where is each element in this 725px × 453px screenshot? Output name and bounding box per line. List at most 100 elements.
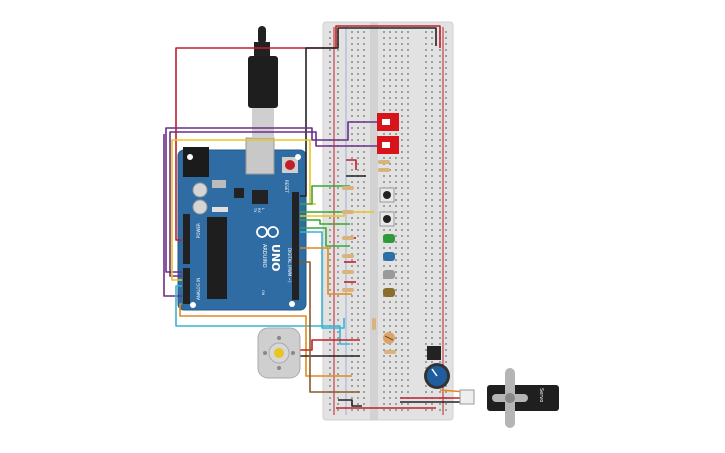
breadboard-hole: [363, 181, 365, 183]
breadboard-hole: [445, 241, 447, 243]
breadboard-hole: [425, 169, 427, 171]
breadboard-hole: [329, 385, 331, 387]
breadboard-hole: [425, 85, 427, 87]
breadboard-hole: [357, 349, 359, 351]
breadboard-hole: [431, 259, 433, 261]
breadboard-hole: [363, 349, 365, 351]
breadboard-hole: [425, 163, 427, 165]
breadboard-hole: [407, 61, 409, 63]
breadboard-hole: [383, 67, 385, 69]
breadboard-hole: [383, 367, 385, 369]
breadboard-hole: [439, 133, 441, 135]
breadboard-hole: [351, 61, 353, 63]
breadboard-hole: [329, 307, 331, 309]
breadboard-hole: [363, 289, 365, 291]
breadboard-hole: [445, 181, 447, 183]
power-jack: [183, 147, 209, 177]
wire-green-3[interactable]: [300, 219, 350, 225]
breadboard-hole: [383, 205, 385, 207]
breadboard-hole: [395, 379, 397, 381]
breadboard-hole: [357, 139, 359, 141]
breadboard-hole: [445, 343, 447, 345]
capacitor: [192, 199, 208, 215]
breadboard-hole: [329, 265, 331, 267]
breadboard-hole: [389, 61, 391, 63]
breadboard-hole: [383, 301, 385, 303]
breadboard-hole: [395, 163, 397, 165]
breadboard-hole: [389, 181, 391, 183]
wire-green-4[interactable]: [300, 227, 350, 247]
wire-orange-1[interactable]: [300, 247, 352, 295]
breadboard-hole: [445, 91, 447, 93]
dip-switch-2[interactable]: [377, 136, 399, 154]
reset-button[interactable]: [285, 160, 295, 170]
breadboard-hole: [363, 391, 365, 393]
wire-cyan-2[interactable]: [300, 231, 345, 329]
wire-black-gnd[interactable]: [300, 27, 437, 197]
breadboard-hole: [383, 265, 385, 267]
breadboard-hole: [407, 271, 409, 273]
breadboard-hole: [395, 43, 397, 45]
breadboard-hole: [431, 163, 433, 165]
wire-brown[interactable]: [300, 261, 360, 393]
breadboard-hole: [425, 283, 427, 285]
breadboard-hole: [337, 301, 339, 303]
breadboard-hole: [383, 49, 385, 51]
breadboard-hole: [351, 265, 353, 267]
wire-purple-1[interactable]: [165, 121, 380, 273]
breadboard-hole: [439, 241, 441, 243]
breadboard-hole: [431, 115, 433, 117]
breadboard-hole: [383, 61, 385, 63]
breadboard-hole: [439, 49, 441, 51]
breadboard-hole: [401, 61, 403, 63]
dip-switch-1[interactable]: [377, 113, 399, 131]
push-button-1[interactable]: [379, 187, 395, 203]
breadboard-hole: [351, 79, 353, 81]
breadboard-hole: [383, 247, 385, 249]
analog-header: [183, 268, 190, 304]
breadboard-hole: [329, 163, 331, 165]
breadboard-hole: [383, 343, 385, 345]
wire-orange-2[interactable]: [179, 303, 352, 377]
breadboard-hole: [389, 49, 391, 51]
push-button-2[interactable]: [379, 211, 395, 227]
resistor: [378, 160, 390, 164]
breadboard-hole: [363, 325, 365, 327]
breadboard-hole: [351, 385, 353, 387]
breadboard-hole: [401, 31, 403, 33]
breadboard-hole: [351, 97, 353, 99]
breadboard-hole: [439, 253, 441, 255]
breadboard-hole: [351, 199, 353, 201]
breadboard-hole: [431, 247, 433, 249]
breadboard-hole: [389, 301, 391, 303]
breadboard-hole: [389, 313, 391, 315]
breadboard-hole: [401, 121, 403, 123]
breadboard-hole: [389, 391, 391, 393]
breadboard-hole: [389, 37, 391, 39]
breadboard-hole: [363, 343, 365, 345]
breadboard-hole: [329, 235, 331, 237]
breadboard-hole: [425, 49, 427, 51]
breadboard-hole: [351, 217, 353, 219]
breadboard-hole: [329, 91, 331, 93]
breadboard-hole: [337, 133, 339, 135]
breadboard-hole: [351, 73, 353, 75]
breadboard-hole: [439, 169, 441, 171]
breadboard-hole: [439, 163, 441, 165]
wire-red-motor[interactable]: [300, 339, 360, 351]
breadboard-hole: [351, 103, 353, 105]
breadboard-hole: [401, 223, 403, 225]
breadboard-hole: [389, 265, 391, 267]
wire-cyan[interactable]: [175, 285, 350, 345]
breadboard-hole: [389, 97, 391, 99]
breadboard-hole: [395, 403, 397, 405]
breadboard-hole: [425, 121, 427, 123]
breadboard-hole: [425, 307, 427, 309]
breadboard-hole: [407, 229, 409, 231]
breadboard-hole: [329, 37, 331, 39]
wire-green-1[interactable]: [300, 185, 350, 205]
breadboard-hole: [425, 247, 427, 249]
breadboard-hole: [439, 145, 441, 147]
breadboard-hole: [445, 115, 447, 117]
potentiometer[interactable]: [424, 363, 450, 389]
